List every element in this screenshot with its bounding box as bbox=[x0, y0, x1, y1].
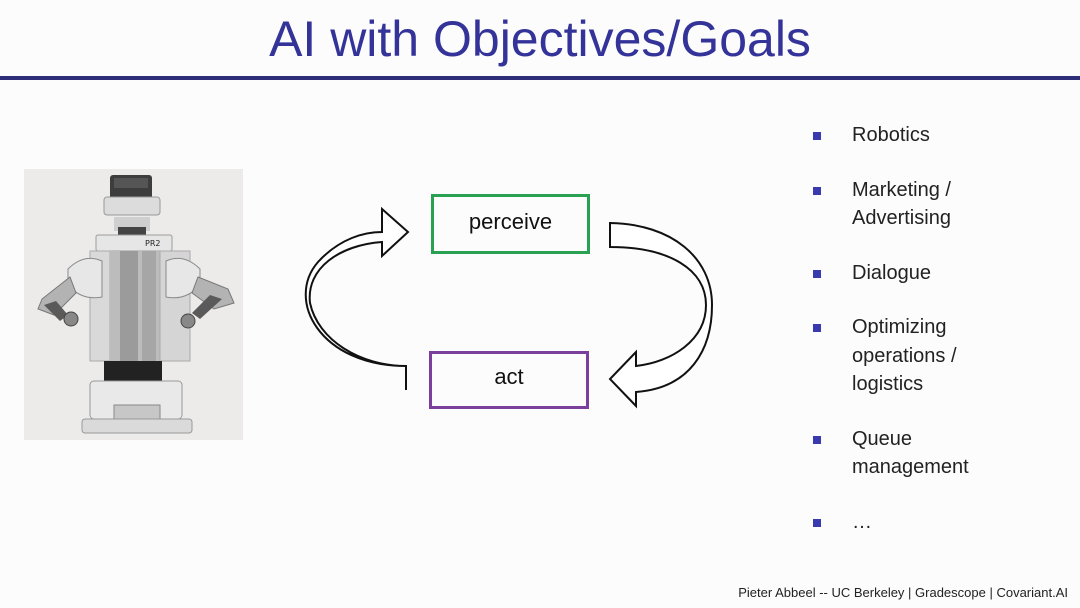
perceive-act-cycle bbox=[304, 206, 714, 409]
list-item: Marketing / Advertising bbox=[812, 176, 1012, 233]
list-item-text: Optimizing operations / logistics bbox=[852, 316, 957, 395]
bullet-square-icon bbox=[813, 132, 821, 140]
list-item-text: Queue management bbox=[852, 427, 969, 479]
robot-badge: PR2 bbox=[145, 239, 160, 248]
list-item: … bbox=[812, 508, 1012, 537]
slide-title: AI with Objectives/Goals bbox=[269, 11, 811, 67]
list-item: Queue management bbox=[812, 425, 1012, 482]
title-underline bbox=[0, 76, 1080, 80]
application-list: Robotics Marketing / Advertising Dialogu… bbox=[812, 121, 1072, 536]
list-item-text: Dialogue bbox=[852, 261, 931, 284]
bullet-square-icon bbox=[813, 435, 821, 444]
list-item-text: Robotics bbox=[852, 124, 930, 146]
bullet-square-icon bbox=[813, 518, 821, 527]
list-item-text: Marketing / Advertising bbox=[852, 178, 951, 230]
list-item: Dialogue bbox=[812, 259, 1012, 288]
list-item: Robotics bbox=[812, 121, 1012, 150]
act-box: act bbox=[429, 351, 589, 409]
perceive-to-act-arrow bbox=[608, 221, 714, 409]
pr2-robot-illustration: PR2 bbox=[37, 175, 235, 434]
list-item: Optimizing operations / logistics bbox=[812, 313, 1012, 399]
bullet-square-icon bbox=[813, 324, 821, 332]
list-item-text: … bbox=[852, 510, 872, 533]
act-to-perceive-arrow bbox=[304, 206, 410, 390]
perceive-box: perceive bbox=[431, 194, 590, 254]
bullet-square-icon bbox=[813, 269, 821, 278]
slide-footer: Pieter Abbeel -- UC Berkeley | Gradescop… bbox=[738, 585, 1068, 600]
act-label: act bbox=[494, 364, 524, 389]
bullet-square-icon bbox=[813, 186, 821, 195]
perceive-label: perceive bbox=[468, 209, 553, 234]
robot-image: PR2 bbox=[24, 169, 243, 440]
